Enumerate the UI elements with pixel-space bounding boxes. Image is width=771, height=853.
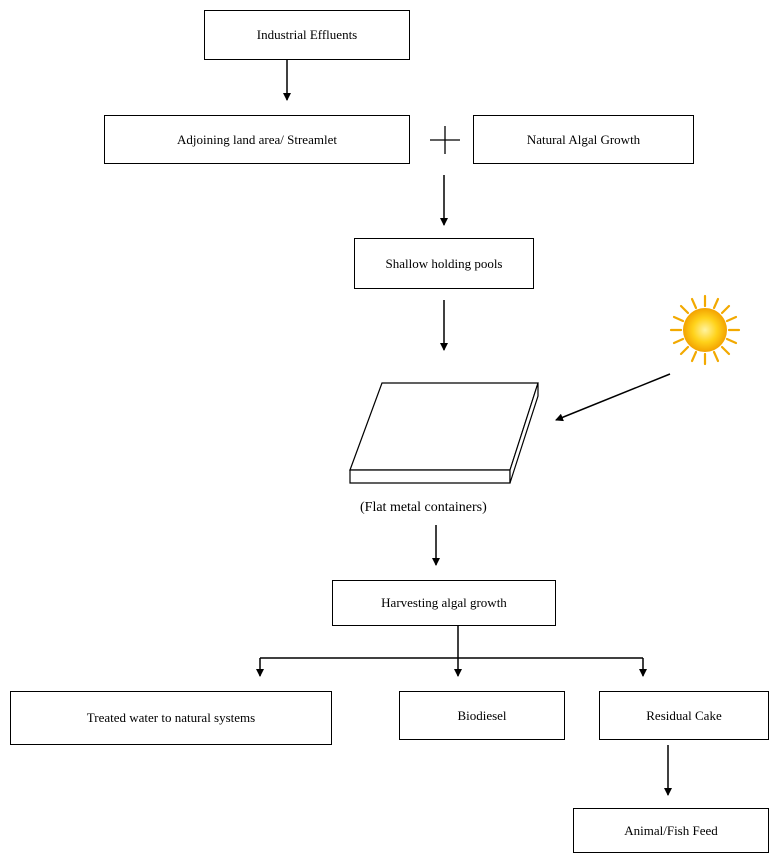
node-label: Residual Cake	[646, 707, 722, 723]
node-label: Industrial Effluents	[256, 27, 358, 42]
node-biodiesel: Biodiesel	[399, 691, 565, 740]
node-label: Harvesting algal growth	[381, 595, 507, 610]
node-animal-fish-feed: Animal/Fish Feed	[573, 808, 769, 853]
arrow-sunlight-to-container	[555, 373, 671, 422]
flat-metal-container-icon	[349, 382, 539, 484]
node-label: Natural Algal Growth	[526, 131, 641, 147]
node-residual-cake: Residual Cake	[599, 691, 769, 740]
sun-icon	[669, 294, 741, 366]
node-label: Animal/Fish Feed	[624, 823, 718, 838]
node-industrial-effluents: Industrial Effluents	[204, 10, 410, 60]
plus-icon	[430, 126, 460, 154]
node-natural-algal-growth: Natural Algal Growth	[473, 115, 694, 164]
node-label: Shallow holding pools	[385, 255, 503, 271]
node-shallow-pools: Shallow holding pools	[354, 238, 534, 289]
node-label: Adjoining land area/ Streamlet	[177, 131, 337, 147]
node-harvesting: Harvesting algal growth	[332, 580, 556, 626]
node-treated-water: Treated water to natural systems	[10, 691, 332, 745]
flat-containers-caption: (Flat metal containers)	[360, 500, 487, 515]
node-label: Biodiesel	[457, 707, 507, 723]
node-adjoining-land: Adjoining land area/ Streamlet	[104, 115, 410, 164]
node-label: Treated water to natural systems	[86, 710, 256, 725]
